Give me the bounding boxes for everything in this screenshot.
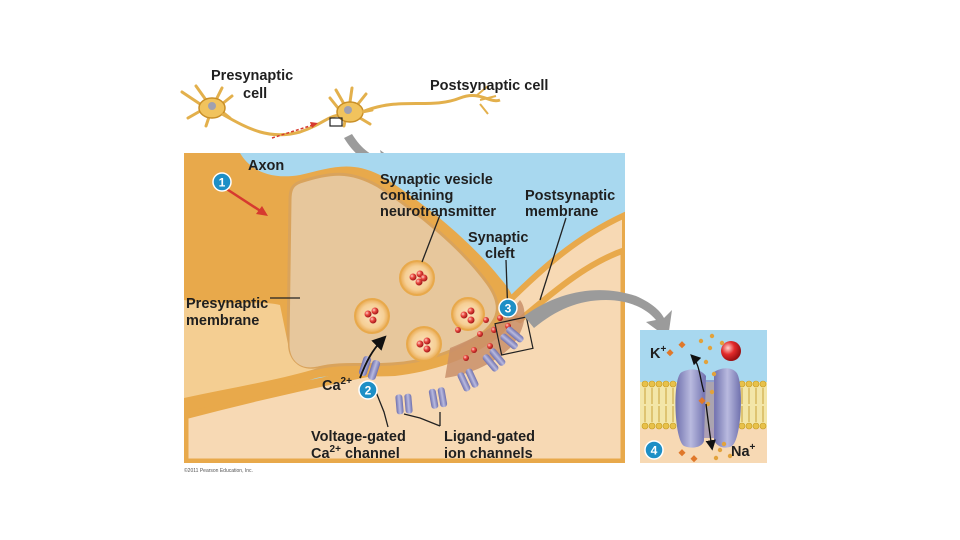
ligand-gated-channels (395, 326, 524, 415)
label-synaptic-vesicle: Synaptic vesicle containing neurotransmi… (380, 172, 497, 220)
potassium-ions (666, 341, 706, 463)
svg-text:2: 2 (365, 384, 372, 398)
step-badge-2: 2 (358, 380, 378, 400)
step-badge-3: 3 (498, 298, 518, 318)
vesicle (354, 298, 390, 334)
ion-channel-inset: K+ Na+ 4 (640, 330, 767, 463)
copyright-text: ©2011 Pearson Education, Inc. (184, 467, 253, 474)
neuron-overview (180, 84, 501, 174)
vesicle (406, 326, 442, 362)
neurotransmitter-bound (721, 341, 741, 361)
label-voltage-gated-channel: Voltage-gated Ca2+ channel (311, 429, 410, 462)
svg-text:4: 4 (651, 444, 658, 458)
step-badge-1: 1 (212, 172, 232, 192)
label-ligand-gated-channels: Ligand-gated ion channels (444, 429, 539, 462)
synapse-panel (184, 153, 625, 463)
label-presynaptic-membrane: Presynaptic membrane (186, 296, 272, 329)
label-axon: Axon (248, 158, 284, 174)
zoom-box (329, 117, 343, 127)
signal-arrow-icon (271, 123, 317, 139)
label-na-ion: Na+ (731, 442, 756, 460)
vesicle-fusing (451, 297, 485, 331)
step-badge-4: 4 (644, 440, 664, 460)
postsynaptic-neuron-icon (328, 85, 501, 128)
svg-text:1: 1 (219, 176, 226, 190)
label-postsynaptic-membrane: Postsynaptic membrane (525, 188, 619, 220)
synaptic-vesicles (354, 260, 485, 362)
label-synaptic-cleft: Synaptic cleft (468, 230, 532, 262)
label-ca-ion: Ca2+ (322, 376, 352, 394)
vesicle (399, 260, 435, 296)
label-k-ion: K+ (650, 344, 666, 362)
channel-zoom-box (494, 316, 534, 356)
label-presynaptic-cell: Presynaptic cell (211, 68, 297, 102)
svg-text:3: 3 (505, 302, 512, 316)
ligand-gated-channel-protein (675, 368, 741, 448)
callout-arrow-icon (524, 290, 672, 338)
presynaptic-neuron-icon (180, 84, 351, 137)
label-postsynaptic-cell: Postsynaptic cell (430, 78, 548, 94)
ion-molecules (698, 333, 733, 461)
